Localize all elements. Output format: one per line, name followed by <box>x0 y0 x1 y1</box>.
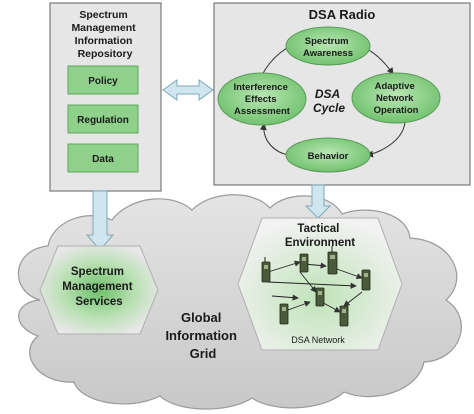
repository-title-line-3: Information <box>75 35 133 47</box>
regulation-box[interactable]: Regulation <box>67 104 139 134</box>
svg-text:Spectrum Management: Spectrum Management Services <box>62 266 136 308</box>
policy-label: Policy <box>88 76 118 87</box>
adaptive-network-line-1: Adaptive <box>375 81 415 92</box>
tactical-title-line-2: Environment <box>285 237 355 249</box>
spectrum-management-services-hexagon[interactable]: Spectrum Management Services <box>39 245 159 335</box>
tactical-environment-hexagon[interactable]: Tactical Environment <box>237 217 403 351</box>
radio-to-tactical-arrow <box>304 184 332 219</box>
dsa-radio-title: DSA Radio <box>309 7 376 22</box>
svg-text:Adaptive Network: Adaptive Network Operation <box>374 81 419 116</box>
radio-device-icon <box>279 303 289 325</box>
interference-line-3: Assessment <box>234 106 291 117</box>
adaptive-network-line-2: Network <box>376 93 414 104</box>
radio-device-icon <box>261 257 271 283</box>
services-label-line-1: Spectrum <box>71 266 124 278</box>
cloud-label-line-2: Information <box>165 328 237 343</box>
radio-device-icon <box>327 246 338 275</box>
data-box[interactable]: Data <box>67 143 139 173</box>
repository-title-line-2: Management <box>71 22 136 34</box>
repository-title-line-4: Repository <box>78 48 133 60</box>
repository-to-services-arrow <box>85 190 115 251</box>
dsa-cycle-line-2: Cycle <box>313 101 345 115</box>
spectrum-awareness-line-1: Spectrum <box>305 36 349 47</box>
services-label-line-2: Management <box>62 281 132 293</box>
interference-line-2: Effects <box>245 94 277 105</box>
tactical-title-line-1: Tactical <box>297 223 339 235</box>
dsa-radio-panel: DSA Radio Spectrum Awareness Adaptive Ne… <box>213 2 471 186</box>
interference-effects-assessment-node[interactable]: Interference Effects Assessment <box>217 72 307 126</box>
svg-text:Spectrum Management: Spectrum Management Information Reposito… <box>71 9 138 60</box>
adaptive-network-operation-node[interactable]: Adaptive Network Operation <box>351 72 441 124</box>
cloud-label-line-3: Grid <box>190 346 217 361</box>
spectrum-awareness-line-2: Awareness <box>303 48 353 59</box>
radio-device-icon <box>315 287 325 307</box>
adaptive-network-line-3: Operation <box>374 105 419 116</box>
svg-text:Tactical Environment: Tactical Environment <box>285 223 355 249</box>
spectrum-awareness-node[interactable]: Spectrum Awareness <box>285 26 371 66</box>
repository-panel: Spectrum Management Information Reposito… <box>49 2 162 192</box>
radio-device-icon <box>361 269 371 291</box>
regulation-label: Regulation <box>77 115 129 126</box>
svg-text:DSA Cycle: DSA Cycle <box>313 87 345 115</box>
dsa-cycle-line-1: DSA <box>315 87 340 101</box>
dsa-network-links <box>267 260 363 313</box>
radio-device-icon <box>299 253 309 273</box>
repository-radio-link-arrow <box>162 79 214 101</box>
svg-text:Global Information: Global Information Grid <box>165 310 240 361</box>
services-label-line-3: Services <box>75 296 122 308</box>
data-label: Data <box>92 154 114 165</box>
dsa-network-label: DSA Network <box>291 335 345 345</box>
policy-box[interactable]: Policy <box>67 65 139 95</box>
interference-line-1: Interference <box>233 82 287 93</box>
repository-title-line-1: Spectrum <box>79 9 127 21</box>
svg-text:Interference Effects: Interference Effects Assessment <box>233 82 290 117</box>
svg-text:Spectrum Awareness: Spectrum Awareness <box>303 36 353 59</box>
behavior-label: Behavior <box>308 151 349 162</box>
cloud-label-line-1: Global <box>181 310 221 325</box>
behavior-node[interactable]: Behavior <box>285 137 371 173</box>
radio-device-icon <box>339 305 349 327</box>
